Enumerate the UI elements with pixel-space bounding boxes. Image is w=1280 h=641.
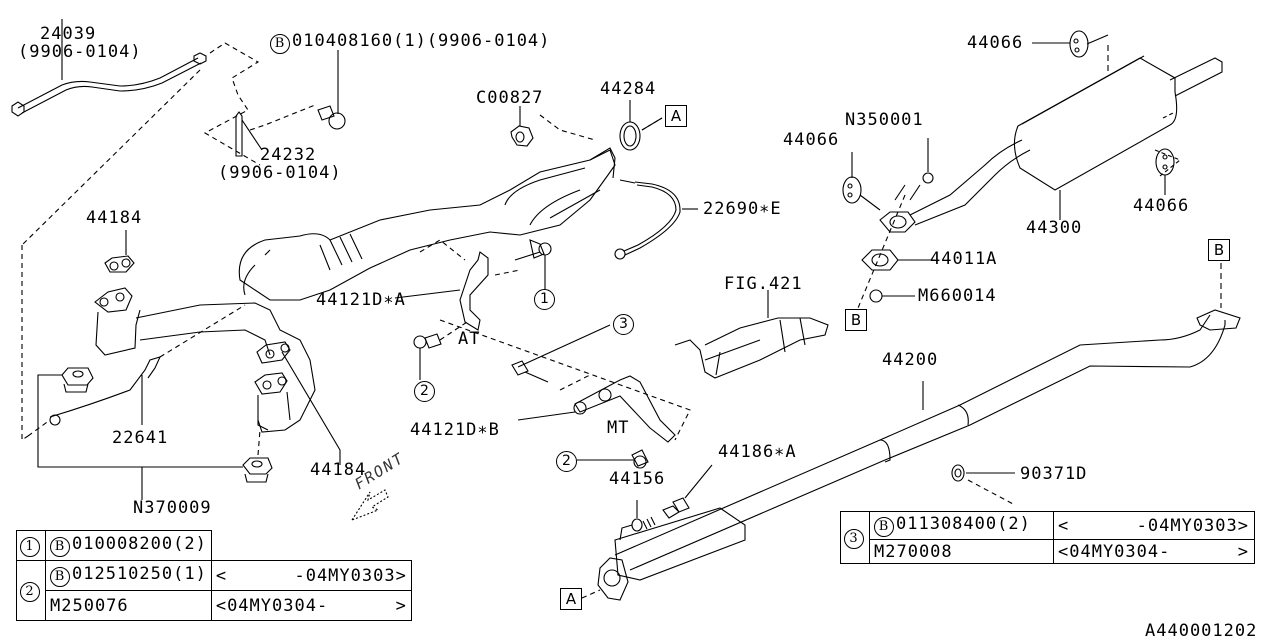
callout-icon: 1 xyxy=(20,537,40,557)
dashed-guide xyxy=(641,117,663,131)
legend-range-cell: <04MY0304- > xyxy=(210,590,412,621)
label-44184-top: 44184 xyxy=(86,208,143,228)
label-24039: 24039 xyxy=(40,24,97,44)
legend-part-number: 011308400(2) xyxy=(896,514,1031,534)
part-24232-pin xyxy=(235,111,263,157)
bolt-b-icon: B xyxy=(50,567,70,587)
label-44300: 44300 xyxy=(1026,218,1083,238)
label-44200: 44200 xyxy=(882,350,939,370)
label-at: AT xyxy=(458,329,481,349)
callout-icon: 3 xyxy=(844,529,864,549)
legend-num-cell: 1 xyxy=(16,530,46,561)
label-44066-right: 44066 xyxy=(1133,196,1190,216)
legend-part-number: 012510250(1) xyxy=(72,564,207,584)
callout-icon: 2 xyxy=(20,582,40,602)
label-22641: 22641 xyxy=(112,428,169,448)
label-44121db: 44121D∗B xyxy=(410,420,500,440)
part-44121da-bracket xyxy=(394,239,552,380)
callout-3: 3 xyxy=(613,314,634,335)
part-44066-hangers xyxy=(842,30,1182,211)
legend-part-number: 010008200(2) xyxy=(72,534,207,554)
label-44066-left: 44066 xyxy=(783,130,840,150)
legend-range-cell: <04MY0304- > xyxy=(1053,539,1255,564)
legend-range-cell: < -04MY0303> xyxy=(210,560,412,591)
ref-b-left: B xyxy=(845,309,867,331)
label-44066-top: 44066 xyxy=(967,33,1024,53)
legend-row: M250076 <04MY0304- > xyxy=(17,590,412,621)
part-44200-center-pipe xyxy=(581,263,1241,601)
part-front-pipe-converter xyxy=(238,114,636,301)
label-n350001: N350001 xyxy=(845,110,924,130)
legend-part-cell: M270008 xyxy=(869,539,1054,564)
part-44284-gasket xyxy=(619,100,663,151)
label-n370009: N370009 xyxy=(133,498,212,518)
label-m660014: M660014 xyxy=(918,286,997,306)
label-44284: 44284 xyxy=(600,79,657,99)
ref-a-bottom: A xyxy=(560,588,582,610)
label-44121da: 44121D∗A xyxy=(316,290,406,310)
legend-num-cell: 3 xyxy=(840,511,870,564)
label-24039-range: (9906-0104) xyxy=(18,42,142,62)
bolt-b-icon: B xyxy=(874,517,894,537)
front-arrow-icon xyxy=(350,489,389,522)
part-44011a-gasket xyxy=(857,138,935,309)
callout-2-lower: 2 xyxy=(556,451,577,472)
part-44121db-bracket xyxy=(439,319,691,469)
part-n370009-nuts xyxy=(37,367,273,500)
ref-b-right: B xyxy=(1208,239,1230,261)
bolt-b-icon: B xyxy=(50,537,70,557)
legend-part-cell: M250076 xyxy=(45,590,212,621)
label-mt: MT xyxy=(607,418,630,438)
diagram-code: A440001202 xyxy=(1145,621,1258,641)
part-22690e-sensor xyxy=(614,181,698,260)
legend-range-cell: < -04MY0303> xyxy=(1053,511,1255,540)
label-44011a: 44011A xyxy=(930,249,998,269)
part-44186a-sensor xyxy=(662,464,713,519)
ref-a-top: A xyxy=(665,105,687,127)
part-44156-spring xyxy=(619,500,656,541)
label-24232: 24232 xyxy=(260,145,317,165)
bolt-part-number: 010408160(1)(9906-0104) xyxy=(292,31,551,51)
label-44156: 44156 xyxy=(609,469,666,489)
legend-empty-cell xyxy=(211,531,411,561)
label-90371d: 90371D xyxy=(1020,464,1088,484)
bolt-010408160 xyxy=(249,50,346,131)
part-c00827-nut xyxy=(510,106,534,147)
part-fig421-heat-shield xyxy=(674,290,829,379)
part-22641-sensor xyxy=(27,304,246,437)
callout-1: 1 xyxy=(534,289,555,310)
legend-row: M270008 <04MY0304- > xyxy=(841,539,1255,564)
legend-num-cell: 2 xyxy=(16,560,46,621)
part-24039-rod xyxy=(11,19,207,117)
label-fig421: FIG.421 xyxy=(724,274,803,294)
part-90371d-grommet xyxy=(951,464,1016,506)
label-44186a: 44186∗A xyxy=(718,442,797,462)
label-22690e: 22690∗E xyxy=(703,199,782,219)
dashed-guide xyxy=(21,42,261,442)
label-c00827: C00827 xyxy=(476,88,544,108)
bolt-b-icon: B xyxy=(270,34,290,54)
part-44300-muffler xyxy=(909,45,1223,226)
label-24232-range: (9906-0104) xyxy=(218,163,342,183)
callout-2-upper: 2 xyxy=(414,381,435,402)
part-exhaust-manifold xyxy=(94,230,341,465)
label-44184-bottom: 44184 xyxy=(310,460,367,480)
